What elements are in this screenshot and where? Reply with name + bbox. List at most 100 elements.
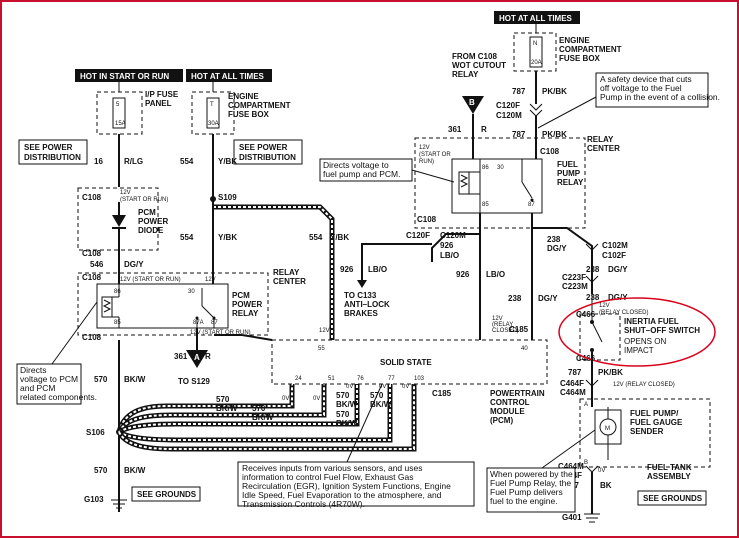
svg-text:0V: 0V [598,468,605,474]
svg-text:926: 926 [440,241,454,250]
svg-text:SHUT–OFF SWITCH: SHUT–OFF SWITCH [624,326,700,335]
wire-554-ybk-lower: 554 Y/BK [180,199,237,284]
pcm-power-relay: C108 12V (START OR RUN) 12V 86 30 85 87A… [77,268,306,342]
svg-text:BK/W: BK/W [370,400,392,409]
svg-text:86: 86 [114,289,121,295]
header-hot-start-run: HOT IN START OR RUN [75,69,183,82]
svg-text:POWER: POWER [232,300,262,309]
see-power-distribution-left: SEE POWER DISTRIBUTION [18,139,88,165]
svg-text:LB/O: LB/O [440,251,459,260]
svg-text:0V: 0V [346,384,353,390]
svg-text:12V: 12V [419,145,430,151]
wire-787-pkbk-top: 787 PK/BK C120F C120M 787 PK/BK [496,71,567,159]
svg-text:16: 16 [94,157,103,166]
svg-text:CENTER: CENTER [273,277,306,286]
svg-text:(START OR RUN): (START OR RUN) [120,197,168,203]
svg-text:DIODE: DIODE [138,226,164,235]
svg-text:BRAKES: BRAKES [344,309,378,318]
svg-text:C108: C108 [82,249,102,258]
svg-text:LB/O: LB/O [486,270,505,279]
svg-text:15A: 15A [115,121,126,127]
svg-text:TO C133: TO C133 [344,291,377,300]
wire-238-dgy: 238 DG/Y 12V (RELAY CLOSED) 238 DG/Y C10… [492,213,628,340]
svg-text:LB/O: LB/O [368,265,387,274]
svg-text:A: A [194,353,200,362]
wire-361-r-a: 361 R A TO S129 [174,328,211,386]
svg-text:PUMP: PUMP [557,169,581,178]
svg-text:12V (RELAY CLOSED): 12V (RELAY CLOSED) [613,382,675,388]
svg-text:BK/W: BK/W [124,466,146,475]
svg-text:FROM C108: FROM C108 [452,52,497,61]
svg-text:INERTIA FUEL: INERTIA FUEL [624,317,679,326]
svg-text:DG/Y: DG/Y [608,293,628,302]
svg-text:I/P FUSE: I/P FUSE [145,90,179,99]
svg-text:FUEL TANK: FUEL TANK [647,463,692,472]
pcm-module: 55 40 SOLID STATE 24 51 76 77 103 C185 P… [271,325,548,425]
svg-text:WOT CUTOUT: WOT CUTOUT [452,61,506,70]
svg-text:SOLID STATE: SOLID STATE [380,358,432,367]
fuel-pump-sender: A M B FUEL PUMP/ FUEL GAUGE SENDER FUEL … [579,398,711,481]
svg-text:554: 554 [180,157,194,166]
svg-text:G401: G401 [562,513,582,522]
svg-text:CLOSED): CLOSED) [492,328,519,334]
svg-text:HOT IN START OR RUN: HOT IN START OR RUN [80,72,169,81]
svg-text:Receives inputs from various s: Receives inputs from various sensors, an… [242,463,453,509]
svg-text:787: 787 [512,130,526,139]
svg-text:238: 238 [586,293,600,302]
svg-text:B: B [584,460,588,466]
wire-926-lbo: 926 LB/O C120F C120M 926 LB/O 926 LB/O T… [340,213,505,340]
wire-554-ybk-top: 554 Y/BK S109 [180,134,237,202]
svg-text:361: 361 [174,352,188,361]
svg-text:HOT AT ALL TIMES: HOT AT ALL TIMES [499,14,573,23]
svg-text:HOT AT ALL TIMES: HOT AT ALL TIMES [191,72,265,81]
svg-text:IMPACT: IMPACT [624,346,654,355]
callout-directs-pcm: Directs voltage to PCM and PCM related c… [16,301,98,405]
svg-text:0V: 0V [379,384,386,390]
svg-text:Directs voltage to fuel: Directs voltage to fuel pump and PCM. [323,160,400,179]
svg-text:G103: G103 [84,495,104,504]
svg-text:C102M: C102M [602,241,628,250]
svg-text:SEE POWER: SEE POWER [239,143,288,152]
svg-text:BK/W: BK/W [216,404,238,413]
svg-text:20A: 20A [531,60,542,66]
svg-text:570: 570 [216,395,230,404]
svg-text:BK/W: BK/W [336,400,358,409]
svg-text:570: 570 [336,391,350,400]
svg-text:RELAY: RELAY [452,70,479,79]
svg-text:A: A [584,402,588,408]
svg-text:OPENS ON: OPENS ON [624,337,666,346]
ground-harness: 570 BK/W 570 BK/W 570 BK/W 570 BK/W 570 … [116,382,417,452]
svg-text:RELAY: RELAY [273,268,300,277]
svg-text:ENGINE: ENGINE [228,92,259,101]
svg-text:COMPARTMENT: COMPARTMENT [228,101,291,110]
highlight-circle [558,297,716,367]
wire-361-r-b: B 361 R [448,96,487,159]
svg-text:M: M [605,426,610,432]
callout-directs-fuel: Directs voltage to fuel pump and PCM. [319,158,455,183]
see-grounds-right: SEE GROUNDS [637,490,707,506]
svg-text:554: 554 [309,233,323,242]
svg-text:103: 103 [414,376,425,382]
svg-text:85: 85 [114,320,121,326]
svg-text:T: T [210,102,214,108]
svg-text:Y/BK: Y/BK [330,233,349,242]
svg-text:DG/Y: DG/Y [547,244,567,253]
svg-text:C108: C108 [82,333,102,342]
header-hot-all-left: HOT AT ALL TIMES [186,69,272,82]
wire-pcm-relay-to-pcm [214,334,273,341]
svg-text:POWERTRAIN: POWERTRAIN [490,389,545,398]
svg-text:C466: C466 [576,310,596,319]
svg-text:12V: 12V [599,303,610,309]
svg-text:N: N [533,41,537,47]
svg-text:C466: C466 [576,354,596,363]
svg-text:12V: 12V [205,277,216,283]
svg-text:5: 5 [116,102,120,108]
svg-text:FUSE BOX: FUSE BOX [228,110,270,119]
svg-text:C120F: C120F [406,231,430,240]
svg-text:S109: S109 [218,193,237,202]
svg-text:PANEL: PANEL [145,99,172,108]
ip-fuse: 5 15A I/P FUSE PANEL [96,82,179,135]
svg-text:BK/W: BK/W [124,375,146,384]
svg-text:C223F: C223F [562,273,586,282]
